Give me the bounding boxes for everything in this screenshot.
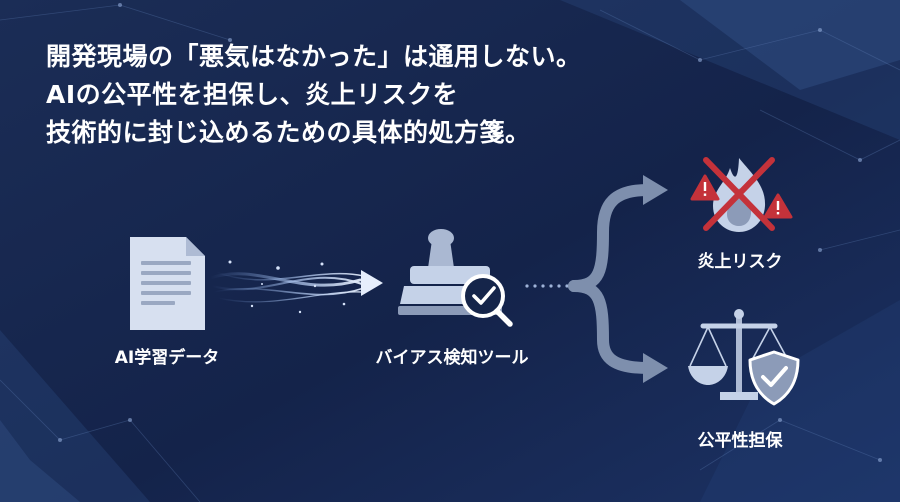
arrow-down-head — [643, 353, 668, 383]
stream-sparkles — [228, 260, 346, 314]
scales-shield-icon — [688, 309, 800, 406]
headline-line-2: AIの公平性を担保し、炎上リスクを — [46, 80, 459, 109]
dotted-connector — [525, 284, 569, 288]
headline-line-3: 技術的に封じ込めるための具体的処方箋。 — [46, 118, 531, 147]
stamp-magnifier-icon — [398, 229, 513, 327]
risk-label: 炎上リスク — [697, 252, 783, 272]
arrow-up-head — [643, 175, 668, 205]
document-icon — [130, 237, 205, 330]
fork-arrows — [568, 184, 654, 374]
warning-icon-left — [690, 174, 720, 201]
warning-icon-right — [763, 193, 793, 219]
headline: 開発現場の「悪気はなかった」は通用しない。 AIの公平性を担保し、炎上リスクを … — [46, 38, 582, 152]
source-label: AI学習データ — [114, 348, 220, 368]
tool-label: バイアス検知ツール — [375, 348, 529, 368]
flame-crossed-icon — [703, 157, 775, 232]
data-stream — [208, 271, 365, 303]
fairness-label: 公平性担保 — [697, 431, 783, 451]
headline-line-1: 開発現場の「悪気はなかった」は通用しない。 — [46, 42, 582, 71]
stream-arrowhead — [361, 270, 383, 296]
